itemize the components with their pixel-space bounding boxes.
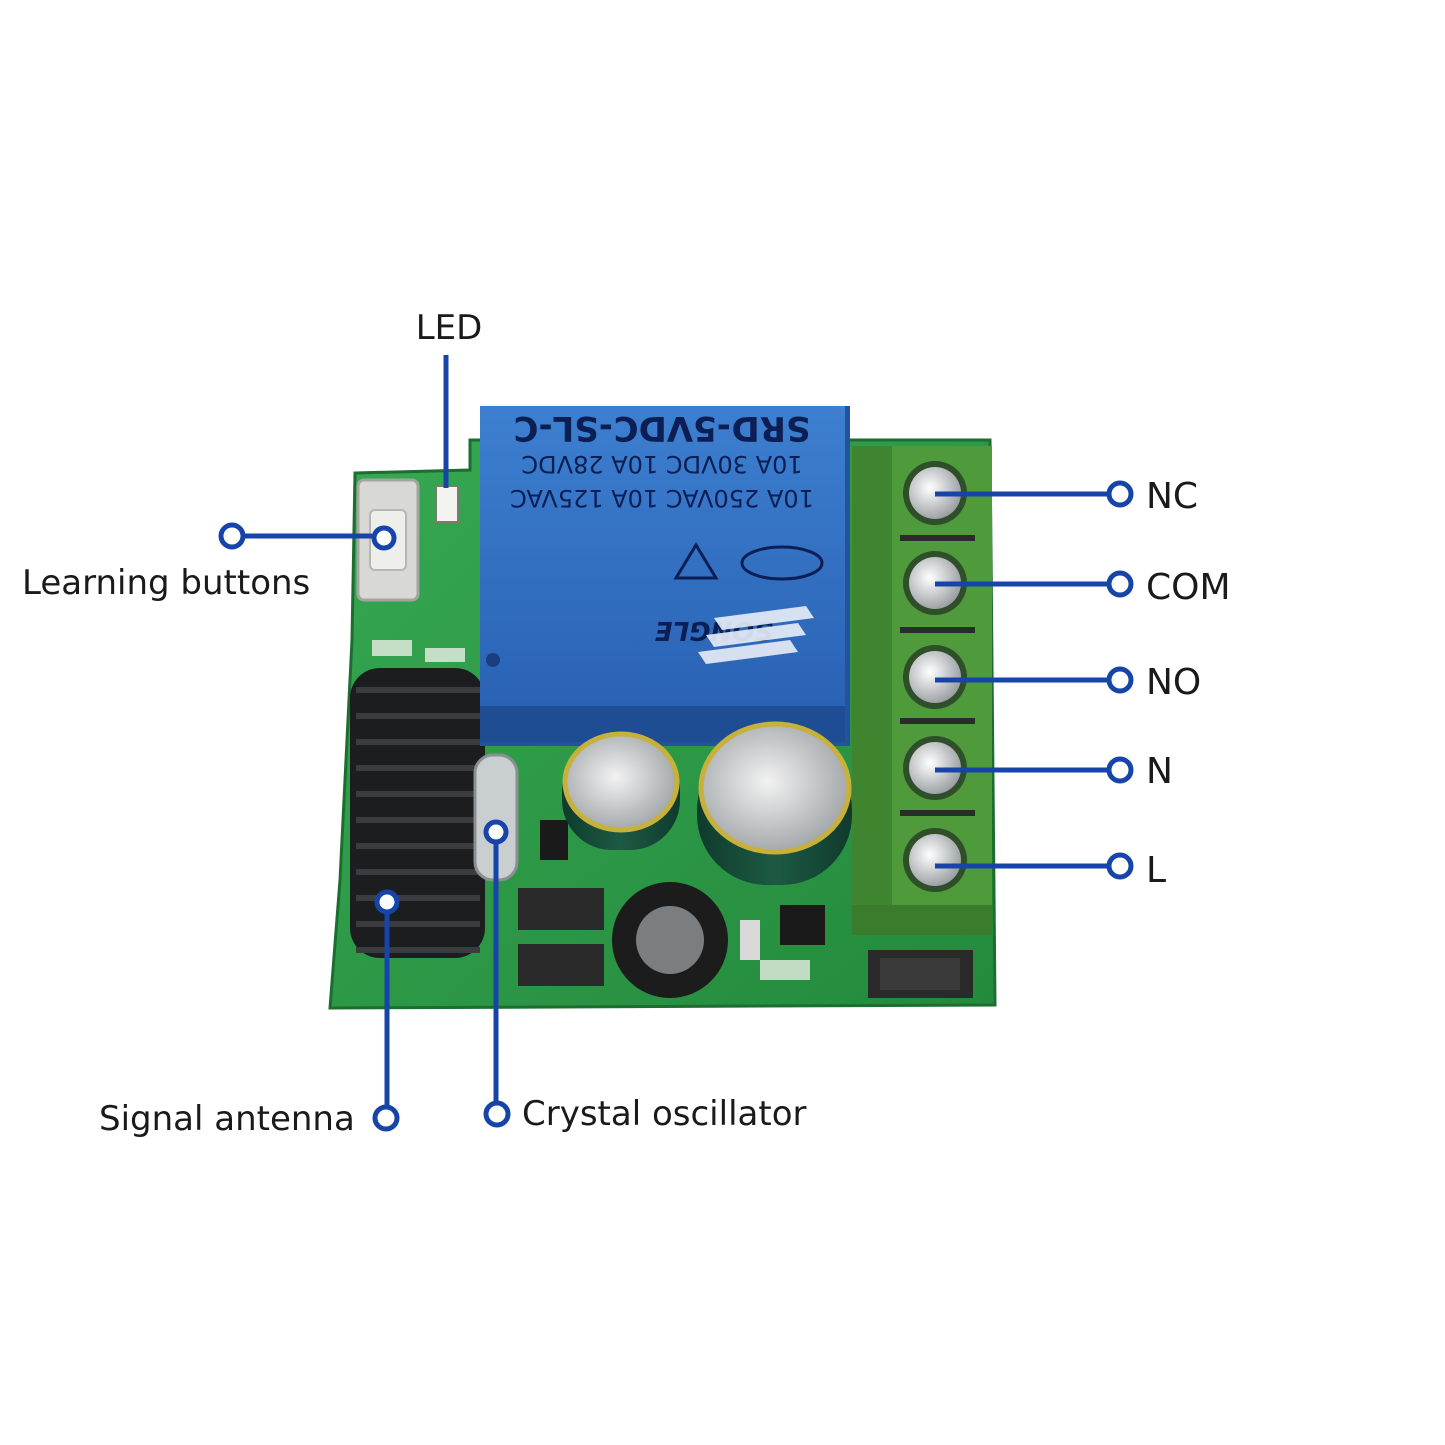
terminal-screw-no — [903, 645, 967, 709]
terminal-screw-l — [903, 828, 967, 892]
terminal-label-l: L — [1146, 850, 1166, 891]
nc-dot — [1106, 480, 1134, 508]
terminal-label-nc: NC — [1146, 476, 1198, 517]
callout-leader-lines — [218, 355, 1134, 1132]
led-label: LED — [416, 308, 483, 348]
learning-buttons-label: Learning buttons — [22, 563, 310, 603]
diode-components — [518, 888, 973, 998]
relay-model-text: SRD-5VDC-SL-C — [514, 408, 811, 448]
n-dot — [1106, 756, 1134, 784]
terminal-block — [852, 446, 992, 935]
terminal-label-no: NO — [1146, 662, 1201, 703]
learning-buttons-dot — [218, 522, 246, 550]
crystal-oscillator-label: Crystal oscillator — [522, 1094, 806, 1134]
no-dot — [1106, 666, 1134, 694]
capacitor-small — [562, 731, 680, 850]
relay-rating-line-1: 10A 30VDC 10A 28VDC — [521, 450, 802, 478]
antenna-coil — [350, 668, 485, 958]
signal-antenna-dot — [372, 1104, 400, 1132]
terminal-label-n: N — [1146, 751, 1173, 792]
signal-antenna-top-dot — [374, 889, 400, 915]
inductor-component — [612, 882, 728, 998]
relay-component: SRD-5VDC-SL-C 10A 30VDC 10A 28VDC 10A 25… — [480, 406, 850, 746]
crystal-oscillator-dot — [483, 1100, 511, 1128]
signal-antenna-label: Signal antenna — [99, 1099, 355, 1139]
com-dot — [1106, 570, 1134, 598]
led-component — [435, 485, 459, 523]
crystal-oscillator-top-dot — [483, 819, 509, 845]
capacitor-large — [697, 721, 852, 885]
terminal-label-com: COM — [1146, 567, 1231, 608]
learning-buttons-target-dot — [371, 525, 397, 551]
relay-rating-line-2: 10A 250VAC 10A 125VAC — [510, 484, 814, 512]
l-dot — [1106, 852, 1134, 880]
